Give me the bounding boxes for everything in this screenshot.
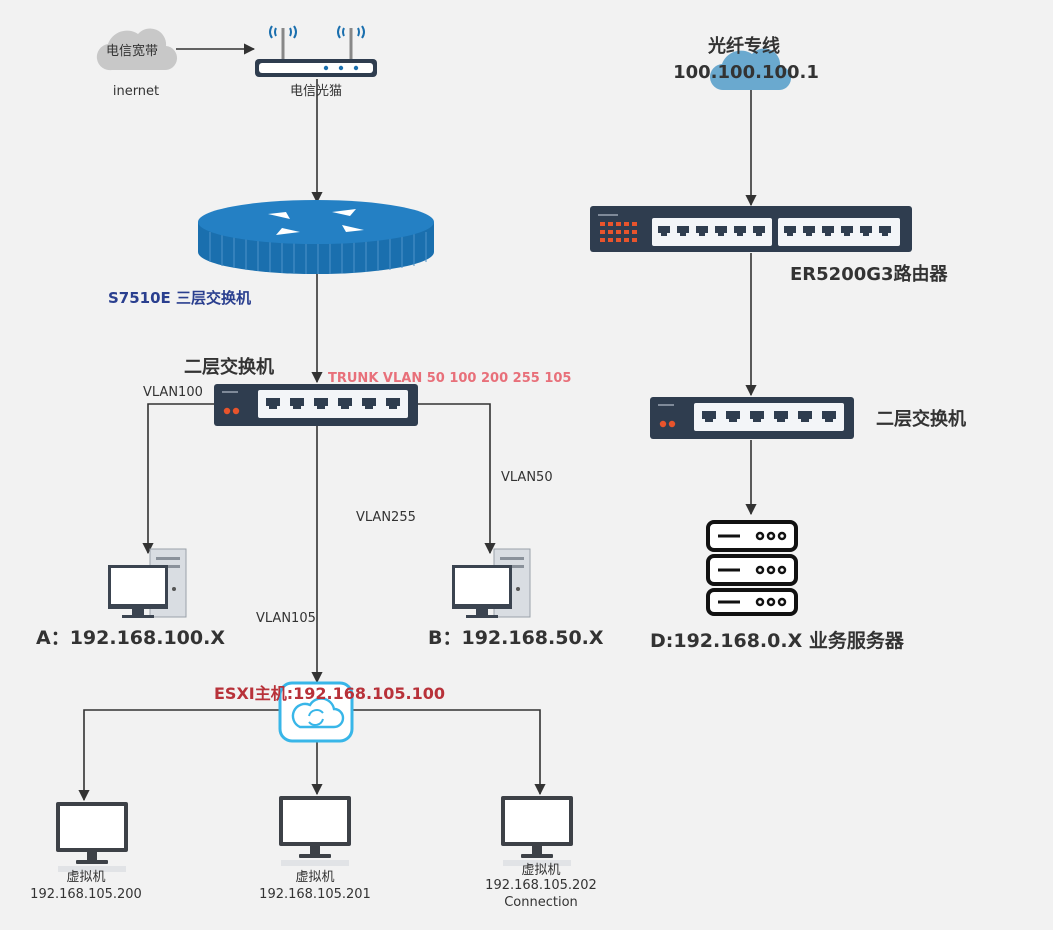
trunk-label: TRUNK VLAN 50 100 200 255 105	[328, 371, 571, 386]
wire-l2-to-pc-a	[142, 403, 214, 555]
router-icon	[198, 200, 434, 274]
vlan255-label: VLAN255	[356, 510, 416, 525]
wire-l2-to-pc-b	[418, 403, 496, 555]
fiber-label: 光纤专线	[707, 35, 780, 57]
router-label: ER5200G3路由器	[790, 263, 949, 285]
switch-icon	[214, 384, 418, 426]
wire-esxi-to-vm3	[352, 709, 546, 796]
switch-icon	[590, 206, 912, 252]
fiber-ip: 100.100.100.1	[673, 62, 819, 83]
l2-switch-label-left: 二层交换机	[184, 356, 274, 378]
vm3-name: 虚拟机	[521, 863, 560, 878]
monitor-icon	[279, 796, 351, 866]
cloud-icon	[709, 48, 792, 91]
monitor-icon	[56, 802, 128, 872]
internet-cloud-label: 电信宽带	[106, 43, 158, 59]
pc-a-label: A：192.168.100.X	[36, 627, 225, 649]
core-switch-label: S7510E 三层交换机	[108, 289, 251, 307]
monitor-icon	[501, 796, 573, 866]
vm2-name: 虚拟机	[295, 870, 334, 885]
vm3-ip: 192.168.105.202	[485, 878, 597, 893]
vm2-ip: 192.168.105.201	[259, 887, 371, 902]
vlan105-label: VLAN105	[256, 611, 316, 626]
l2-switch-label-right: 二层交换机	[876, 408, 966, 430]
wire-esxi-to-vm1	[78, 709, 280, 802]
esxi-cloud-icon	[278, 681, 354, 743]
vm1-ip: 192.168.105.200	[30, 887, 142, 902]
cloud-icon	[96, 28, 178, 71]
vm1-name: 虚拟机	[66, 870, 105, 885]
server-label: D:192.168.0.X 业务服务器	[650, 629, 905, 652]
modem-icon	[255, 25, 377, 77]
vlan50-label: VLAN50	[501, 470, 553, 485]
modem-label: 电信光猫	[290, 84, 342, 99]
desktop-pc-icon	[107, 548, 187, 619]
desktop-pc-icon	[451, 548, 531, 619]
internet-label: inernet	[113, 84, 159, 99]
esxi-label: ESXI主机:192.168.105.100	[214, 684, 445, 703]
vlan100-label: VLAN100	[143, 385, 203, 400]
vm3-extra: Connection	[504, 895, 578, 910]
switch-icon	[650, 397, 854, 439]
pc-b-label: B：192.168.50.X	[428, 627, 604, 649]
server-rack-icon	[706, 520, 798, 616]
